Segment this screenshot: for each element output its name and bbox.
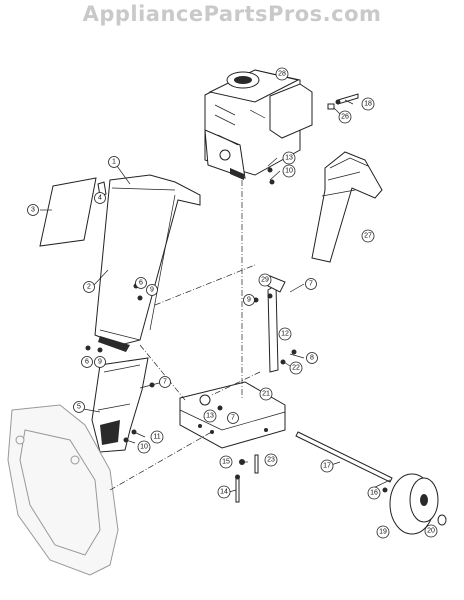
- callout-23: 23: [264, 453, 278, 467]
- callout-5: 5: [73, 401, 85, 413]
- callout-26: 26: [338, 110, 352, 124]
- callout-18: 18: [361, 97, 375, 111]
- callout-17: 17: [320, 459, 334, 473]
- callout-12: 12: [278, 327, 292, 341]
- svg-text:17: 17: [323, 463, 331, 470]
- svg-text:9: 9: [98, 359, 102, 366]
- callout-14: 14: [217, 485, 231, 499]
- chipper-housing-part: [7, 404, 119, 576]
- svg-text:28: 28: [278, 71, 286, 78]
- nut-part-15: [239, 459, 245, 465]
- svg-text:8: 8: [310, 355, 314, 362]
- svg-text:19: 19: [379, 529, 387, 536]
- callout-3: 3: [27, 204, 39, 216]
- svg-text:22: 22: [292, 365, 300, 372]
- callout-9-lower: 9: [94, 356, 106, 368]
- callout-29: 29: [258, 273, 272, 287]
- hopper-part: [94, 174, 201, 352]
- svg-text:13: 13: [285, 155, 293, 162]
- chute-extension-part: [311, 151, 383, 263]
- callout-11: 11: [150, 430, 164, 444]
- svg-text:16: 16: [370, 490, 378, 497]
- svg-text:15: 15: [222, 459, 230, 466]
- svg-text:9: 9: [150, 287, 154, 294]
- callout-6-lower: 6: [81, 356, 93, 368]
- svg-text:18: 18: [364, 101, 372, 108]
- flap-part: [39, 177, 97, 247]
- callout-2: 2: [83, 281, 95, 293]
- svg-text:29: 29: [261, 277, 269, 284]
- svg-text:7: 7: [163, 379, 167, 386]
- bolt-part-18: [335, 93, 359, 105]
- svg-text:11: 11: [153, 434, 160, 441]
- svg-text:1: 1: [112, 159, 116, 166]
- callout-28: 28: [275, 67, 289, 81]
- svg-text:23: 23: [267, 457, 275, 464]
- svg-text:9: 9: [247, 297, 251, 304]
- svg-text:2: 2: [87, 284, 91, 291]
- callout-9-handle: 9: [243, 294, 255, 306]
- pin-part-23: [254, 454, 259, 474]
- svg-text:3: 3: [31, 207, 35, 214]
- callout-4: 4: [94, 192, 106, 204]
- svg-text:6: 6: [139, 280, 143, 287]
- engine-part: [204, 69, 313, 180]
- hub-cap-part: [437, 514, 447, 526]
- svg-text:20: 20: [427, 528, 435, 535]
- svg-text:10: 10: [140, 444, 148, 451]
- leader-lines: [40, 99, 391, 493]
- callout-20: 20: [424, 524, 438, 538]
- svg-text:21: 21: [262, 391, 270, 398]
- svg-text:5: 5: [77, 404, 81, 411]
- callout-9-hopper: 9: [146, 284, 158, 296]
- callout-21: 21: [259, 387, 273, 401]
- callout-7-frame: 7: [227, 412, 239, 424]
- callout-27: 27: [361, 229, 375, 243]
- callout-15: 15: [219, 455, 233, 469]
- bolt-part-14: [235, 474, 240, 503]
- callout-22: 22: [289, 361, 303, 375]
- callout-13-engine: 13: [282, 151, 296, 165]
- svg-text:10: 10: [285, 168, 293, 175]
- callout-8: 8: [306, 352, 318, 364]
- svg-text:7: 7: [309, 281, 313, 288]
- hardware-dots: [85, 167, 388, 493]
- chipper-tube-part: [91, 357, 149, 453]
- svg-text:7: 7: [231, 415, 235, 422]
- site-watermark: AppliancePartsPros.com: [82, 2, 382, 26]
- callout-6-upper: 6: [135, 277, 147, 289]
- svg-text:27: 27: [364, 233, 372, 240]
- callout-13-frame: 13: [203, 409, 217, 423]
- axle-part: [295, 431, 393, 483]
- callout-7-left: 7: [159, 376, 171, 388]
- callout-19: 19: [376, 525, 390, 539]
- callout-1: 1: [108, 156, 120, 168]
- wheel-part: [389, 473, 439, 535]
- svg-text:6: 6: [85, 359, 89, 366]
- svg-text:12: 12: [281, 331, 289, 338]
- svg-text:13: 13: [206, 413, 214, 420]
- svg-text:14: 14: [220, 489, 228, 496]
- callout-10-tube: 10: [137, 440, 151, 454]
- svg-text:4: 4: [98, 195, 102, 202]
- key-part-26: [327, 103, 335, 110]
- callout-16: 16: [367, 486, 381, 500]
- callout-7-right: 7: [305, 278, 317, 290]
- callout-10-engine: 10: [282, 164, 296, 178]
- svg-text:26: 26: [341, 114, 349, 121]
